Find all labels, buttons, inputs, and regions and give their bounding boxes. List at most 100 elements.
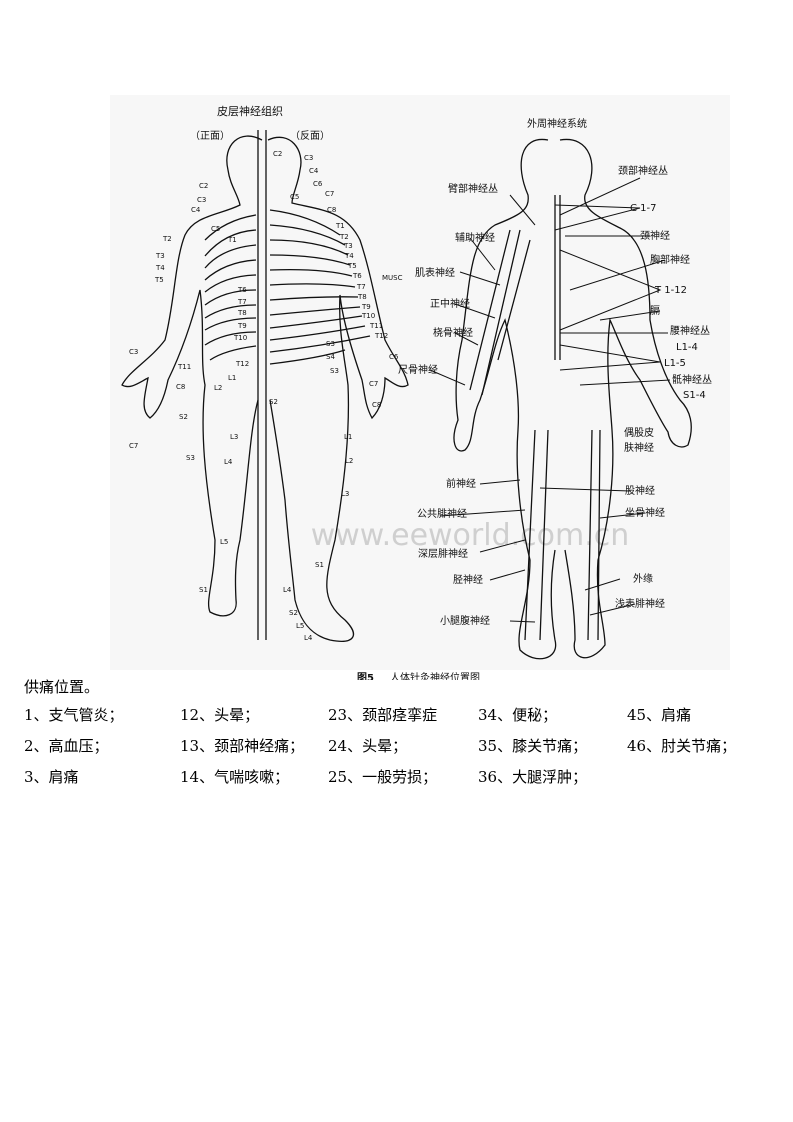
nerve-label: 前神经 bbox=[446, 477, 476, 490]
dermatome-label: C6 bbox=[313, 180, 323, 188]
dermatome-label: C7 bbox=[325, 190, 334, 198]
dermatome-label: T10 bbox=[361, 312, 375, 320]
dermatome-label: T4 bbox=[344, 252, 354, 260]
dermatome-label: T4 bbox=[155, 264, 165, 272]
nerve-labels: 颈部神经丛臂部神经丛C 1-7辅助神经颈神经胸部神经肌表神经T 1-12正中神经… bbox=[398, 164, 712, 627]
peripheral-body-outline bbox=[453, 138, 692, 660]
dermatome-label: C2 bbox=[273, 150, 282, 158]
dermatome-label: C7 bbox=[129, 442, 138, 450]
dermatome-label: S2 bbox=[179, 413, 188, 421]
nerve-label: 膈 bbox=[650, 305, 660, 317]
nerve-label: 肤神经 bbox=[624, 441, 654, 454]
dermatome-label: L4 bbox=[304, 634, 313, 642]
symptom-item: 35、膝关节痛； bbox=[478, 737, 588, 755]
dermatome-label: T2 bbox=[162, 235, 172, 243]
dermatome-label: T11 bbox=[177, 363, 191, 371]
nerve-label: 尺骨神经 bbox=[398, 363, 438, 376]
dermatome-label: C8 bbox=[327, 206, 336, 214]
nerve-label: 腰神经丛 bbox=[670, 324, 710, 337]
dermatome-label: MUSC bbox=[382, 274, 403, 282]
nerve-label: 颈神经 bbox=[640, 229, 670, 242]
dermatome-label: S2 bbox=[289, 609, 298, 617]
back-view-label: （反面） bbox=[290, 130, 330, 142]
dermatome-label: C3 bbox=[129, 348, 138, 356]
dermatome-label: S3 bbox=[186, 454, 195, 462]
dermatome-label: C8 bbox=[176, 383, 185, 391]
dermatome-label: L4 bbox=[283, 586, 292, 594]
dermatome-label: S1 bbox=[315, 561, 324, 569]
nerve-label: 桡骨神经 bbox=[433, 326, 473, 339]
nerve-label: 胫神经 bbox=[453, 573, 483, 586]
dermatome-label: T5 bbox=[347, 262, 357, 270]
nerve-label: 坐骨神经 bbox=[625, 506, 665, 519]
nerve-label: 颈部神经丛 bbox=[618, 164, 668, 177]
dermatome-label: S1 bbox=[199, 586, 208, 594]
dermatome-label: T9 bbox=[361, 303, 371, 311]
dermatome-label: C5 bbox=[290, 193, 299, 201]
figure-caption-number: 图5 bbox=[357, 672, 374, 680]
symptom-item: 46、肘关节痛； bbox=[627, 737, 737, 755]
nerve-label: 小腿腹神经 bbox=[440, 614, 490, 627]
symptom-item: 13、颈部神经痛； bbox=[180, 737, 305, 755]
dermatome-label: C2 bbox=[199, 182, 208, 190]
nerve-label: S1-4 bbox=[683, 390, 706, 401]
dermatome-label: T8 bbox=[237, 309, 247, 317]
dermatome-label: L1 bbox=[344, 433, 352, 441]
dermatome-label: T12 bbox=[374, 332, 388, 340]
dermatome-label: T3 bbox=[155, 252, 165, 260]
dermatome-label: L5 bbox=[220, 538, 228, 546]
nerve-label: 胸部神经 bbox=[650, 253, 690, 266]
dermatome-label: L3 bbox=[341, 490, 349, 498]
nerve-label: T 1-12 bbox=[654, 285, 687, 296]
nerve-label: 公共腓神经 bbox=[417, 507, 467, 520]
intro-text: 供痛位置。 bbox=[24, 678, 100, 696]
nerve-label: 正中神经 bbox=[430, 297, 470, 310]
nerve-label: 辅助神经 bbox=[455, 231, 495, 244]
symptom-item: 36、大腿浮肿； bbox=[478, 768, 588, 786]
dermatome-label: T8 bbox=[357, 293, 367, 301]
nerve-label: 股神经 bbox=[625, 484, 655, 497]
dermatome-label: L2 bbox=[214, 384, 222, 392]
dermatome-label: T10 bbox=[233, 334, 247, 342]
symptom-item: 24、头晕； bbox=[328, 737, 408, 755]
dermatome-label: T12 bbox=[235, 360, 249, 368]
dermatome-label: T5 bbox=[154, 276, 164, 284]
dermatome-label: C5 bbox=[211, 225, 220, 233]
dermatome-body-outline bbox=[121, 130, 409, 642]
symptom-item: 23、颈部痉挛症 bbox=[328, 706, 438, 724]
symptom-item: 45、肩痛 bbox=[627, 706, 692, 724]
nerve-label: 臂部神经丛 bbox=[448, 182, 498, 195]
dermatome-label: T7 bbox=[237, 298, 247, 306]
dermatome-label: C8 bbox=[372, 401, 381, 409]
dermatome-label: T1 bbox=[335, 222, 345, 230]
figure-caption: 人体针灸神经位置图 bbox=[390, 671, 480, 680]
symptom-item: 25、一般劳损； bbox=[328, 768, 438, 786]
dermatome-label: S4 bbox=[326, 353, 335, 361]
dermatome-label: T2 bbox=[339, 233, 349, 241]
dermatome-label: C3 bbox=[304, 154, 313, 162]
symptom-item: 1、支气管炎； bbox=[24, 706, 124, 724]
dermatome-label: T11 bbox=[369, 322, 383, 330]
dermatome-label: T3 bbox=[343, 242, 353, 250]
dermatome-label: C7 bbox=[369, 380, 378, 388]
nerve-label: 肌表神经 bbox=[415, 266, 455, 279]
nerve-label: 深层腓神经 bbox=[418, 547, 468, 560]
watermark: www.eeworld.com.cn bbox=[311, 518, 630, 553]
dermatome-label: L2 bbox=[345, 457, 353, 465]
nerve-label: 外缘 bbox=[633, 572, 653, 585]
symptom-item: 14、气喘咳嗽； bbox=[180, 768, 290, 786]
right-figure-title: 外周神经系统 bbox=[527, 117, 587, 130]
dermatome-label: L1 bbox=[228, 374, 236, 382]
symptom-item: 34、便秘； bbox=[478, 706, 558, 724]
symptom-item: 12、头晕； bbox=[180, 706, 260, 724]
dermatome-label: C4 bbox=[191, 206, 201, 214]
dermatome-label: T6 bbox=[237, 286, 247, 294]
dermatome-label: C6 bbox=[389, 353, 399, 361]
dermatome-label: T7 bbox=[356, 283, 366, 291]
dermatome-label: C4 bbox=[309, 167, 319, 175]
nerve-leader-lines bbox=[429, 177, 671, 623]
nerve-label: 骶神经丛 bbox=[672, 373, 712, 386]
dermatome-label: C3 bbox=[197, 196, 206, 204]
